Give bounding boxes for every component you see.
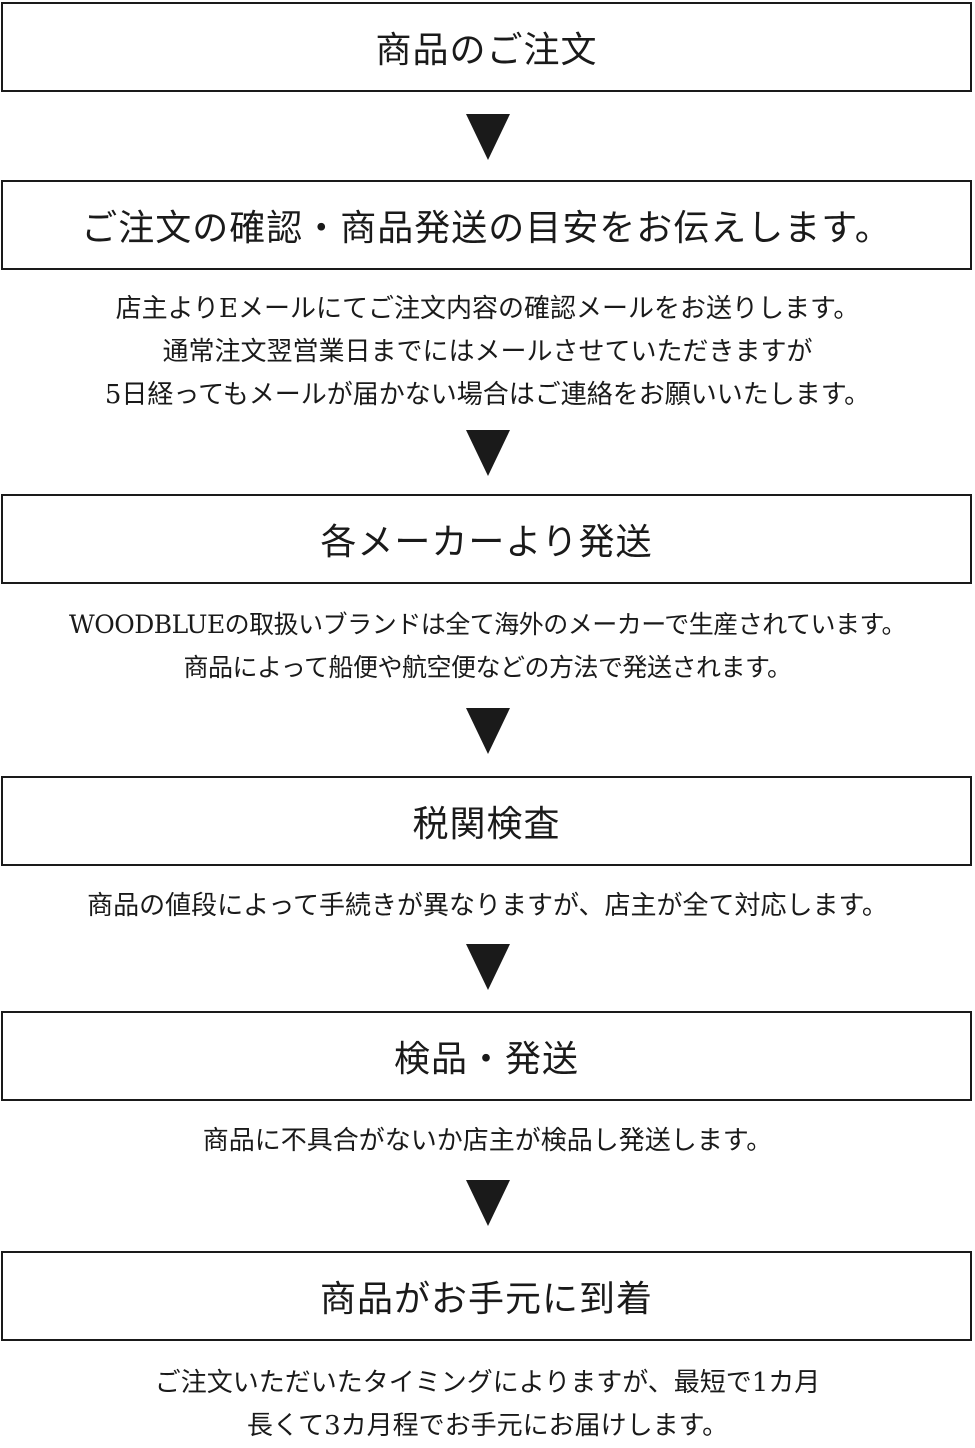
step-3-description: WOODBLUEの取扱いブランドは全て海外のメーカーで生産されています。 商品に…	[0, 603, 975, 689]
step-6-line-1: ご注文いただいたタイミングによりますが、最短で1カ月	[154, 1368, 821, 1398]
step-2-description: 店主よりEメールにてご注文内容の確認メールをお送りします。 通常注文翌営業日まで…	[0, 288, 975, 417]
step-3-line-1: WOODBLUEの取扱いブランドは全て海外のメーカーで生産されています。	[69, 610, 906, 639]
step-2-title: ご注文の確認・商品発送の目安をお伝えします。	[81, 208, 892, 249]
down-arrow-icon	[466, 114, 510, 160]
step-6-line-2: 長くて3カ月程でお手元にお届けします。	[246, 1411, 729, 1441]
step-6-description: ご注文いただいたタイミングによりますが、最短で1カ月 長くて3カ月程でお手元にお…	[0, 1362, 975, 1448]
step-6-box: 商品がお手元に到着	[1, 1251, 972, 1341]
step-2-line-1: 店主よりEメールにてご注文内容の確認メールをお送りします。	[115, 294, 860, 324]
step-2-box: ご注文の確認・商品発送の目安をお伝えします。	[1, 180, 972, 270]
step-3-title: 各メーカーより発送	[320, 522, 653, 563]
step-4-description: 商品の値段によって手続きが異なりますが、店主が全て対応します。	[0, 885, 975, 928]
step-6-title: 商品がお手元に到着	[319, 1279, 653, 1320]
step-3-box: 各メーカーより発送	[1, 494, 972, 584]
step-4-box: 税関検査	[1, 776, 972, 866]
down-arrow-icon	[466, 944, 510, 990]
step-5-box: 検品・発送	[1, 1011, 972, 1101]
step-4-line-1: 商品の値段によって手続きが異なりますが、店主が全て対応します。	[87, 891, 888, 921]
down-arrow-icon	[466, 708, 510, 754]
step-5-title: 検品・発送	[393, 1039, 579, 1080]
step-4-title: 税関検査	[412, 804, 561, 845]
step-2-line-3: 5日経ってもメールが届かない場合はご連絡をお願いいたします。	[104, 380, 871, 410]
down-arrow-icon	[466, 430, 510, 476]
step-3-line-2: 商品によって船便や航空便などの方法で発送されます。	[183, 653, 792, 682]
step-2-line-2: 通常注文翌営業日までにはメールさせていただきますが	[162, 337, 813, 367]
down-arrow-icon	[466, 1180, 510, 1226]
step-5-description: 商品に不具合がないか店主が検品し発送します。	[0, 1120, 975, 1163]
step-1-title: 商品のご注文	[375, 30, 598, 71]
step-5-line-1: 商品に不具合がないか店主が検品し発送します。	[202, 1126, 773, 1156]
step-1-box: 商品のご注文	[1, 2, 972, 92]
